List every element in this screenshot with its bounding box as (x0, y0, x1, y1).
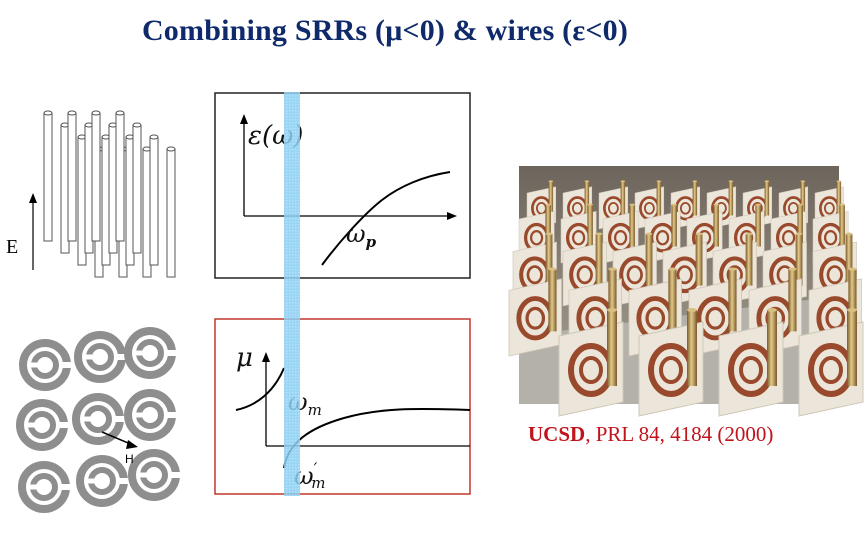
epsilon-curve (321, 171, 451, 266)
caption-institution: UCSD (528, 422, 586, 446)
mu-curve-low (235, 367, 285, 411)
split-ring-resonator (74, 331, 126, 383)
slide-title: Combining SRRs (μ<0) & wires (ε<0) (141, 14, 629, 47)
wire-rod (91, 110, 101, 242)
mu-plot: μ ωm ω′m (214, 318, 471, 495)
epsilon-plot-frame (214, 92, 471, 279)
frequency-band-highlight (284, 92, 300, 496)
wire-rod (132, 122, 142, 254)
wire-rod (149, 134, 159, 266)
metamaterial-photo (508, 166, 864, 417)
wire-array-illustration: E (6, 110, 176, 278)
split-ring-resonator (18, 461, 70, 513)
epsilon-x-arrowhead (447, 212, 457, 220)
srr-board (638, 308, 704, 417)
wire-rod (43, 110, 53, 242)
split-ring-resonator (124, 327, 176, 379)
split-ring-resonator (76, 455, 128, 507)
e-field-label: E (6, 236, 18, 258)
wire-rod (67, 110, 77, 242)
split-ring-resonator (19, 339, 71, 391)
split-ring-resonator (16, 399, 68, 451)
mu-y-arrowhead (262, 352, 270, 362)
split-ring-resonator (72, 393, 124, 445)
mu-plot-frame (214, 318, 471, 495)
mu-y-label: μ (236, 343, 253, 373)
srr-array-illustration: H (16, 327, 180, 513)
wire-rod (166, 146, 176, 278)
srr-board (718, 308, 784, 417)
split-ring-resonator (124, 389, 176, 441)
h-field-label: H (125, 452, 134, 466)
epsilon-y-arrowhead (240, 114, 248, 124)
wire-rod (115, 110, 125, 242)
e-field-arrowhead (29, 193, 37, 203)
split-ring-resonator (128, 449, 180, 501)
photo-caption: UCSD, PRL 84, 4184 (2000) (528, 422, 773, 447)
h-field-arrowhead (126, 440, 138, 449)
srr-board (798, 308, 864, 417)
omega-p-label: ωp (346, 220, 377, 251)
srr-board (558, 308, 624, 417)
epsilon-plot: ε(ω) ωp (214, 92, 471, 279)
caption-reference: , PRL 84, 4184 (2000) (585, 422, 774, 446)
srr-board (508, 267, 562, 357)
